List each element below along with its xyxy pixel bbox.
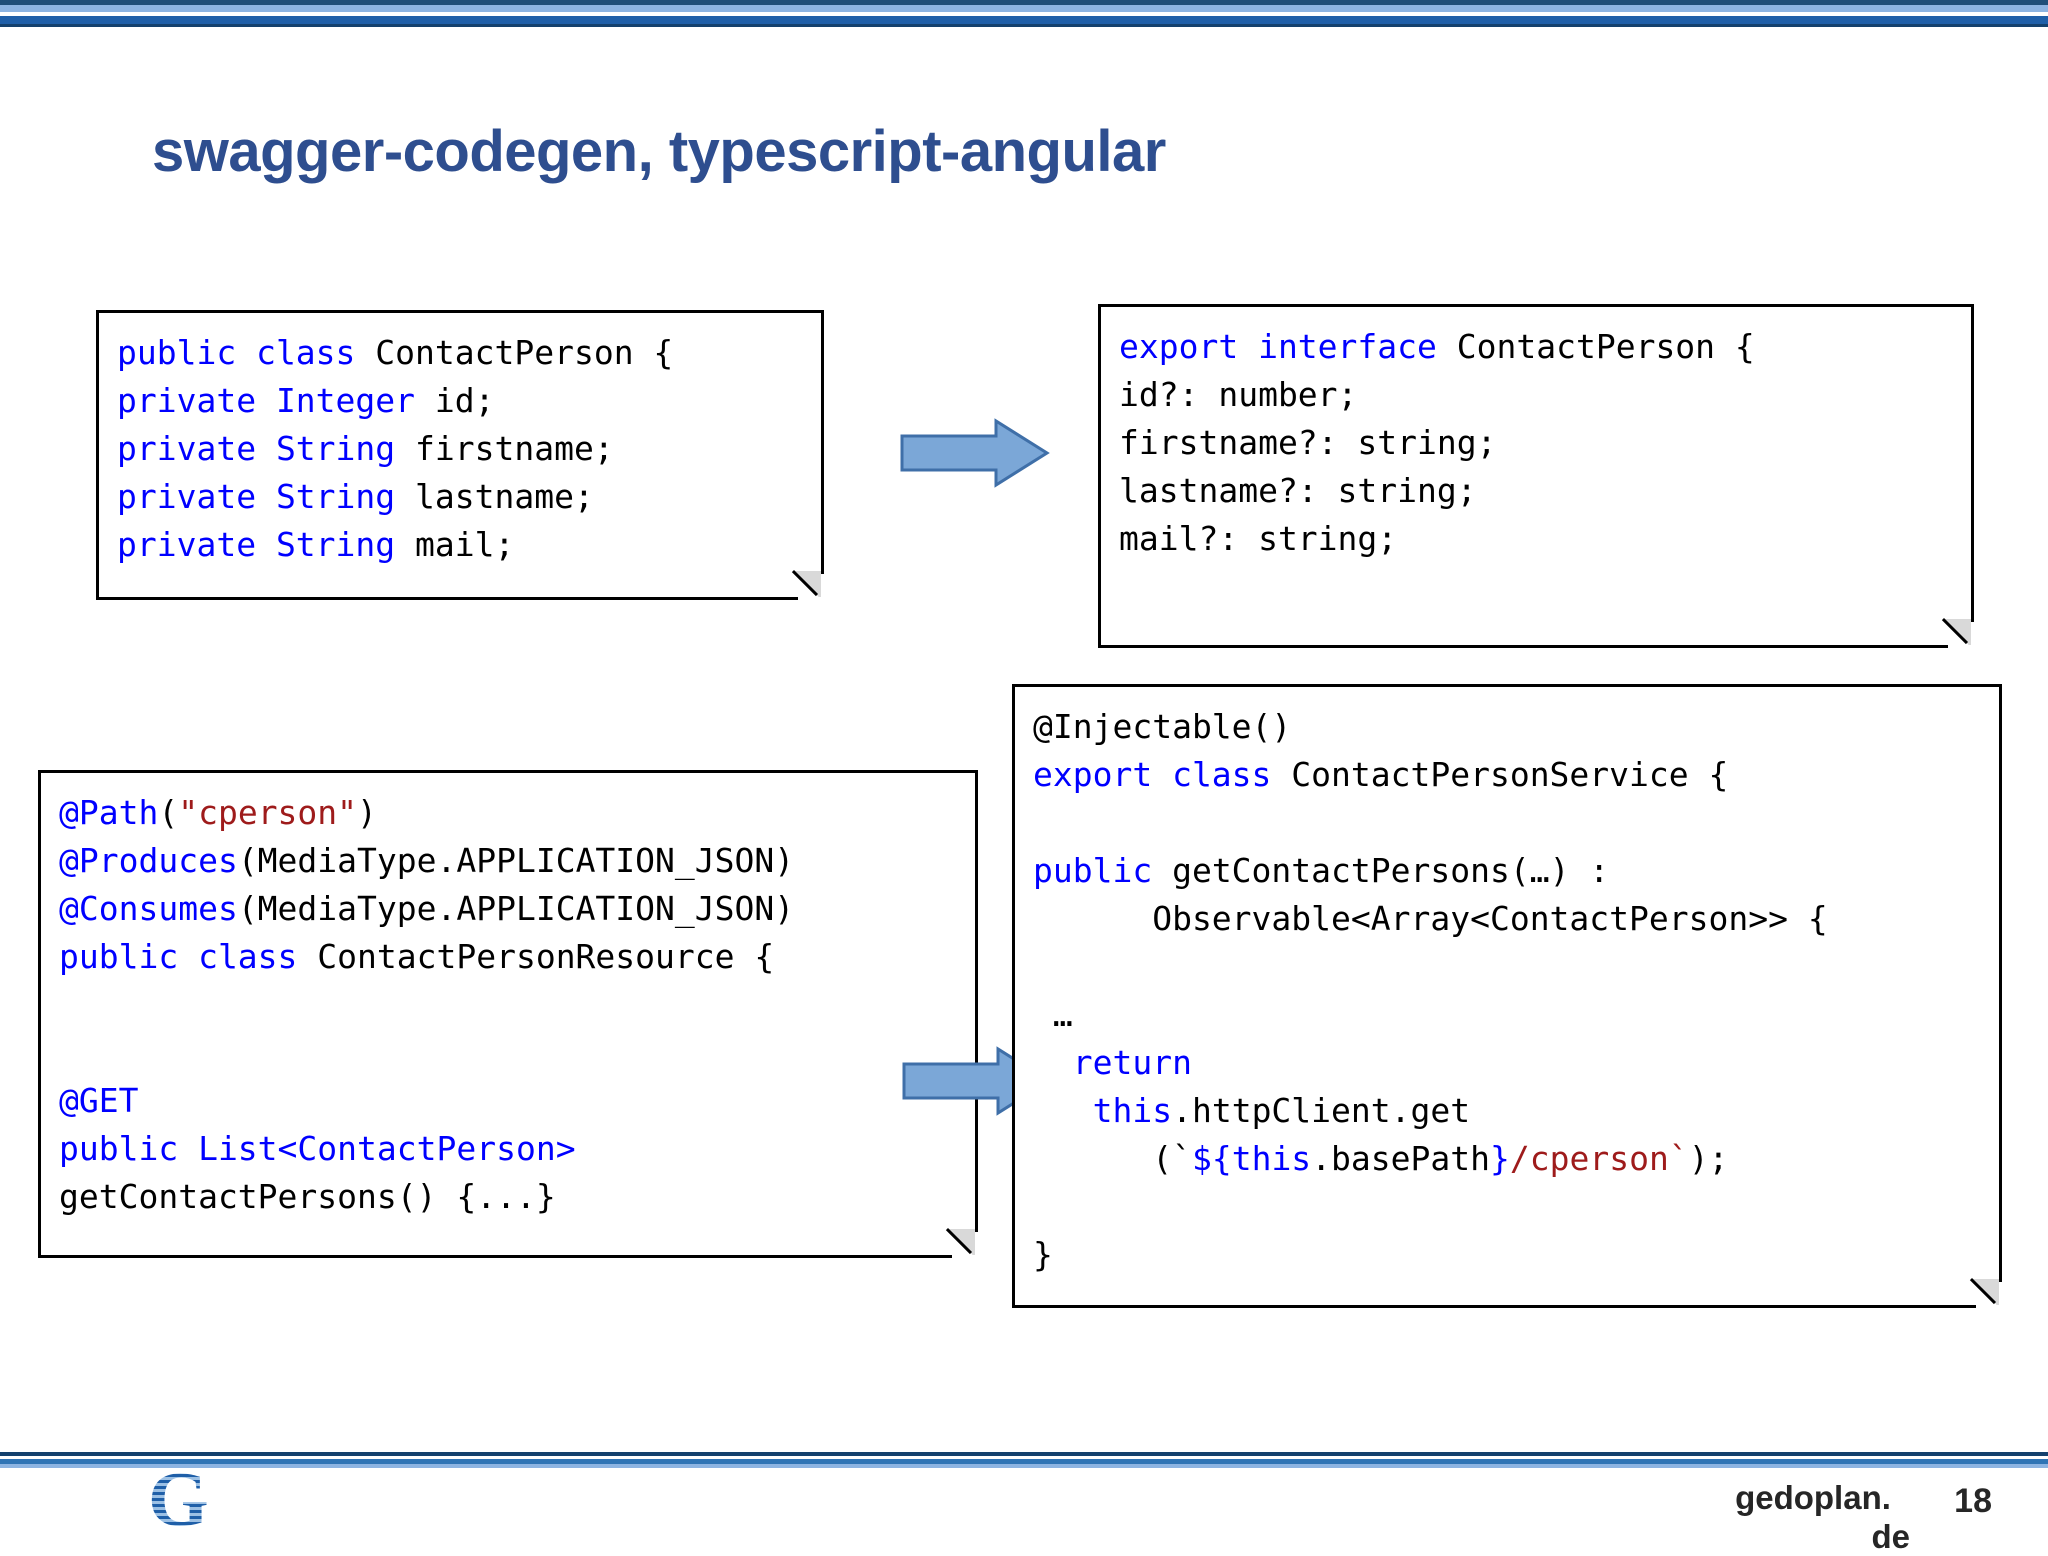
band-stripe-dark xyxy=(0,0,2048,5)
folded-corner-icon xyxy=(1973,1279,2002,1308)
top-decorative-band xyxy=(0,0,2048,27)
band-stripe-light xyxy=(0,5,2048,12)
java-model-code-box: public class ContactPerson { private Int… xyxy=(96,310,824,600)
typescript-interface-code-box: export interface ContactPerson { id?: nu… xyxy=(1098,304,1974,648)
gedoplan-logo-icon: G xyxy=(148,1468,214,1530)
page-number: 18 xyxy=(1954,1482,1992,1520)
arrow-model-transform-icon xyxy=(900,418,1050,488)
folded-corner-icon xyxy=(1945,619,1974,648)
angular-service-code-box: @Injectable() export class ContactPerson… xyxy=(1012,684,2002,1308)
footer-stripe-light xyxy=(0,1464,2048,1468)
band-stripe-white xyxy=(0,12,2048,16)
footer-decorative-band xyxy=(0,1452,2048,1468)
band-stripe-medium xyxy=(0,16,2048,24)
footer-brand-line1: gedoplan. xyxy=(1735,1479,1891,1516)
jaxrs-resource-code-box: @Path("cperson") @Produces(MediaType.APP… xyxy=(38,770,978,1258)
page-title: swagger-codegen, typescript-angular xyxy=(152,119,1166,184)
footer-stripe-medium xyxy=(0,1459,2048,1464)
band-stripe-navy xyxy=(0,24,2048,27)
angular-service-code-text: @Injectable() export class ContactPerson… xyxy=(1033,707,1828,1274)
java-model-code-text: public class ContactPerson { private Int… xyxy=(117,333,674,564)
typescript-interface-code-text: export interface ContactPerson { id?: nu… xyxy=(1119,327,1755,558)
footer-brand-line2: de xyxy=(1871,1518,1910,1555)
footer-stripe-white xyxy=(0,1456,2048,1459)
jaxrs-resource-code-text: @Path("cperson") @Produces(MediaType.APP… xyxy=(59,793,795,1216)
footer-stripe-navy xyxy=(0,1452,2048,1456)
footer-brand: gedoplan. de xyxy=(1698,1478,1928,1556)
folded-corner-icon xyxy=(795,571,824,600)
folded-corner-icon xyxy=(949,1229,978,1258)
